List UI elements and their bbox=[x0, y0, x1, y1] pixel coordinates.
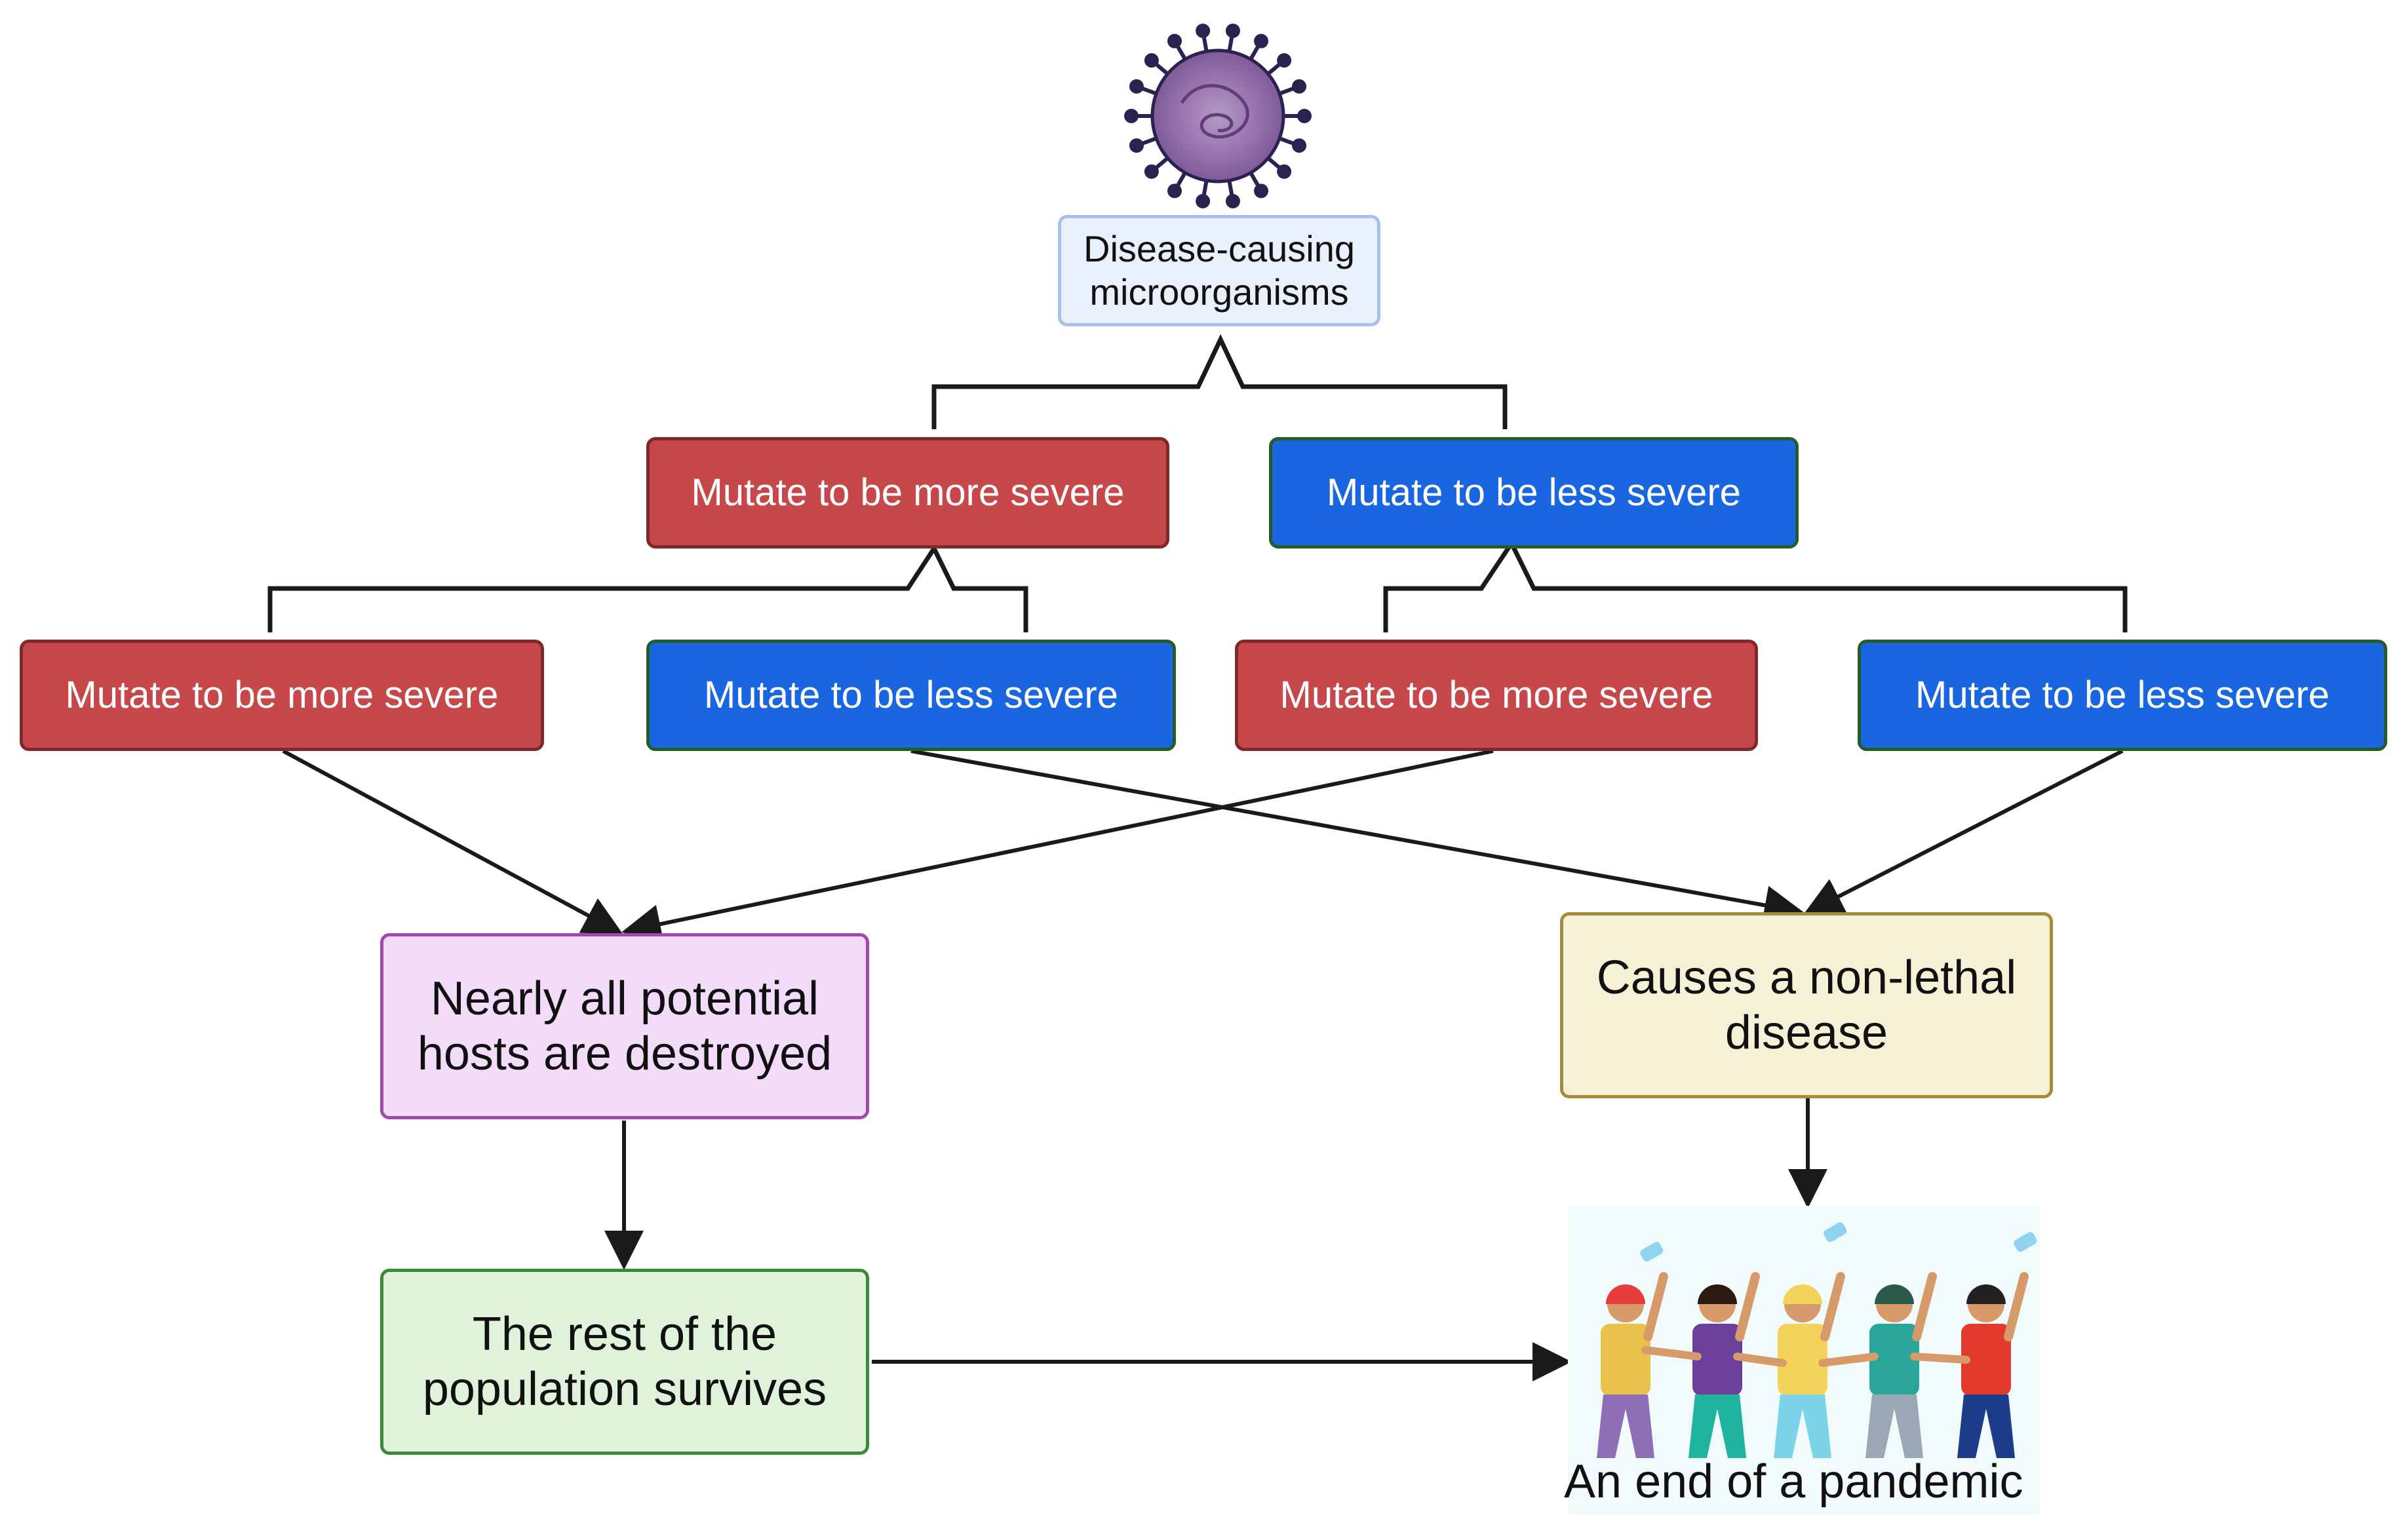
virus-icon bbox=[1124, 24, 1312, 208]
bracket-left-to-level2 bbox=[267, 543, 1028, 632]
bracket-right-to-level2 bbox=[1383, 539, 2128, 632]
non-lethal-node: Causes a non-lethal disease bbox=[1560, 912, 2053, 1098]
end-of-pandemic-caption: An end of a pandemic bbox=[1564, 1455, 2023, 1508]
arrow-less2-to-nonlethal bbox=[1803, 749, 2124, 915]
arrow-more2-to-hosts bbox=[621, 749, 1494, 944]
arrow-less1-to-nonlethal bbox=[910, 749, 1804, 925]
level2-node-3: Mutate to be more severe bbox=[1235, 640, 1758, 751]
level2-node-1: Mutate to be more severe bbox=[20, 640, 544, 751]
level1-more-severe-node: Mutate to be more severe bbox=[646, 437, 1169, 549]
arrow-more1-to-hosts bbox=[282, 749, 623, 934]
bracket-source-to-level1 bbox=[931, 334, 1508, 429]
level1-less-severe-node: Mutate to be less severe bbox=[1269, 437, 1799, 549]
source-node: Disease-causing microorganisms bbox=[1058, 215, 1380, 326]
celebrating-people-icon bbox=[1568, 1206, 2040, 1514]
level2-node-2: Mutate to be less severe bbox=[646, 640, 1176, 751]
level2-node-4: Mutate to be less severe bbox=[1858, 640, 2387, 751]
hosts-destroyed-node: Nearly all potential hosts are destroyed bbox=[380, 933, 869, 1119]
population-survives-node: The rest of the population survives bbox=[380, 1269, 869, 1455]
